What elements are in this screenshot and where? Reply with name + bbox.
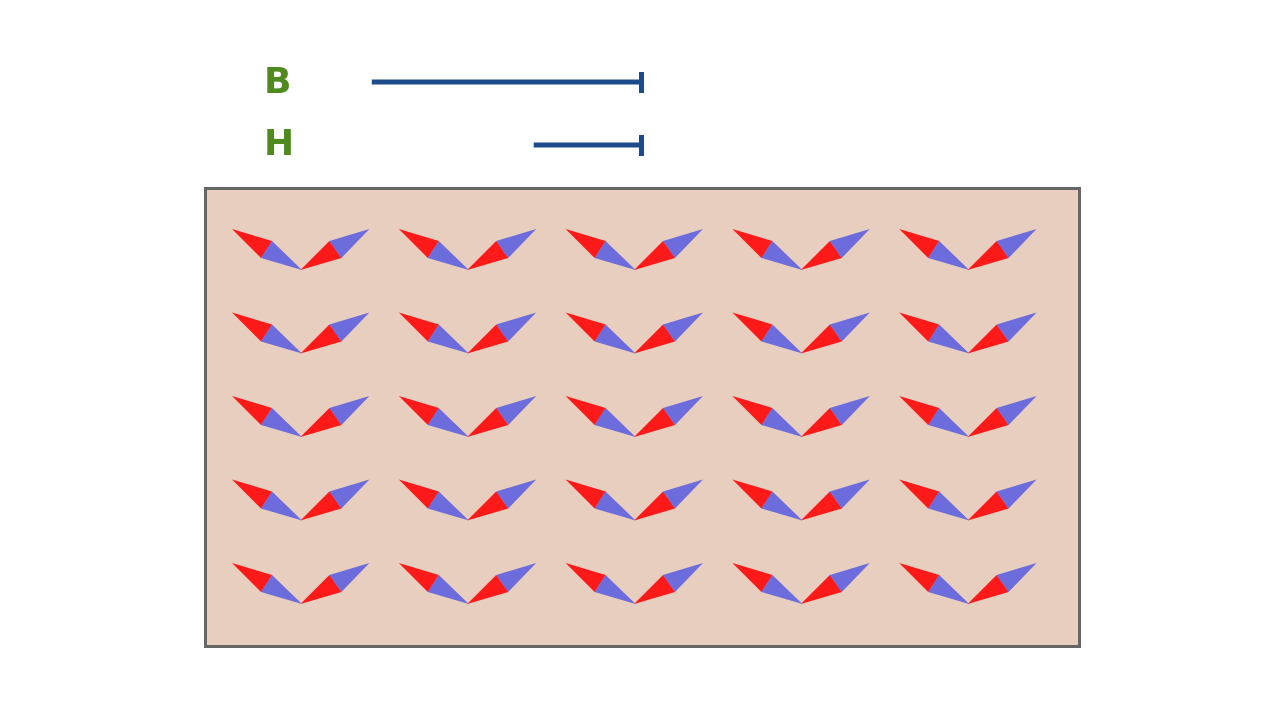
magnetic-domain — [300, 229, 369, 270]
magnetic-domain — [899, 313, 969, 354]
magnetic-domain — [467, 229, 536, 270]
magnetic-domain — [232, 229, 302, 270]
magnetic-domain — [232, 480, 302, 521]
magnetic-domain — [968, 563, 1037, 604]
magnetic-domain — [732, 396, 802, 437]
magnetic-domain — [467, 313, 536, 354]
magnetic-domain — [968, 313, 1037, 354]
magnetic-domain — [801, 313, 870, 354]
magnetic-domain — [300, 563, 369, 604]
magnetic-domain — [899, 229, 969, 270]
magnetic-domain — [732, 229, 802, 270]
magnetic-domain — [634, 480, 703, 521]
magnetic-domain — [566, 480, 636, 521]
magnetic-domain — [968, 229, 1037, 270]
magnetic-domain — [300, 396, 369, 437]
magnetic-domain — [634, 313, 703, 354]
magnetic-domain — [968, 396, 1037, 437]
magnetic-domain — [399, 229, 469, 270]
magnetic-domain — [467, 563, 536, 604]
magnetic-domain — [732, 480, 802, 521]
magnetic-domain — [801, 229, 870, 270]
magnetic-domain — [634, 396, 703, 437]
magnetic-domain — [566, 396, 636, 437]
magnetic-domain — [968, 480, 1037, 521]
magnetic-domain — [634, 229, 703, 270]
magnetic-domain — [232, 396, 302, 437]
magnetic-domain — [566, 563, 636, 604]
magnetic-domain — [399, 563, 469, 604]
magnetic-domain — [801, 563, 870, 604]
magnetic-domain — [300, 480, 369, 521]
magnetic-domain — [899, 396, 969, 437]
magnetic-domain — [732, 563, 802, 604]
magnetic-domain — [566, 229, 636, 270]
magnetic-domain — [300, 313, 369, 354]
magnetic-domain — [399, 396, 469, 437]
magnetic-domain — [801, 396, 870, 437]
magnetic-domain — [232, 563, 302, 604]
magnetic-domain — [634, 563, 703, 604]
magnetic-domain — [899, 563, 969, 604]
magnetic-domain — [899, 480, 969, 521]
magnetic-domain — [467, 396, 536, 437]
magnetic-domain — [399, 480, 469, 521]
magnetic-domain — [467, 480, 536, 521]
magnetic-domain — [566, 313, 636, 354]
magnetic-domain — [399, 313, 469, 354]
magnetic-domain — [232, 313, 302, 354]
magnetic-domain — [801, 480, 870, 521]
magnetic-domain — [732, 313, 802, 354]
